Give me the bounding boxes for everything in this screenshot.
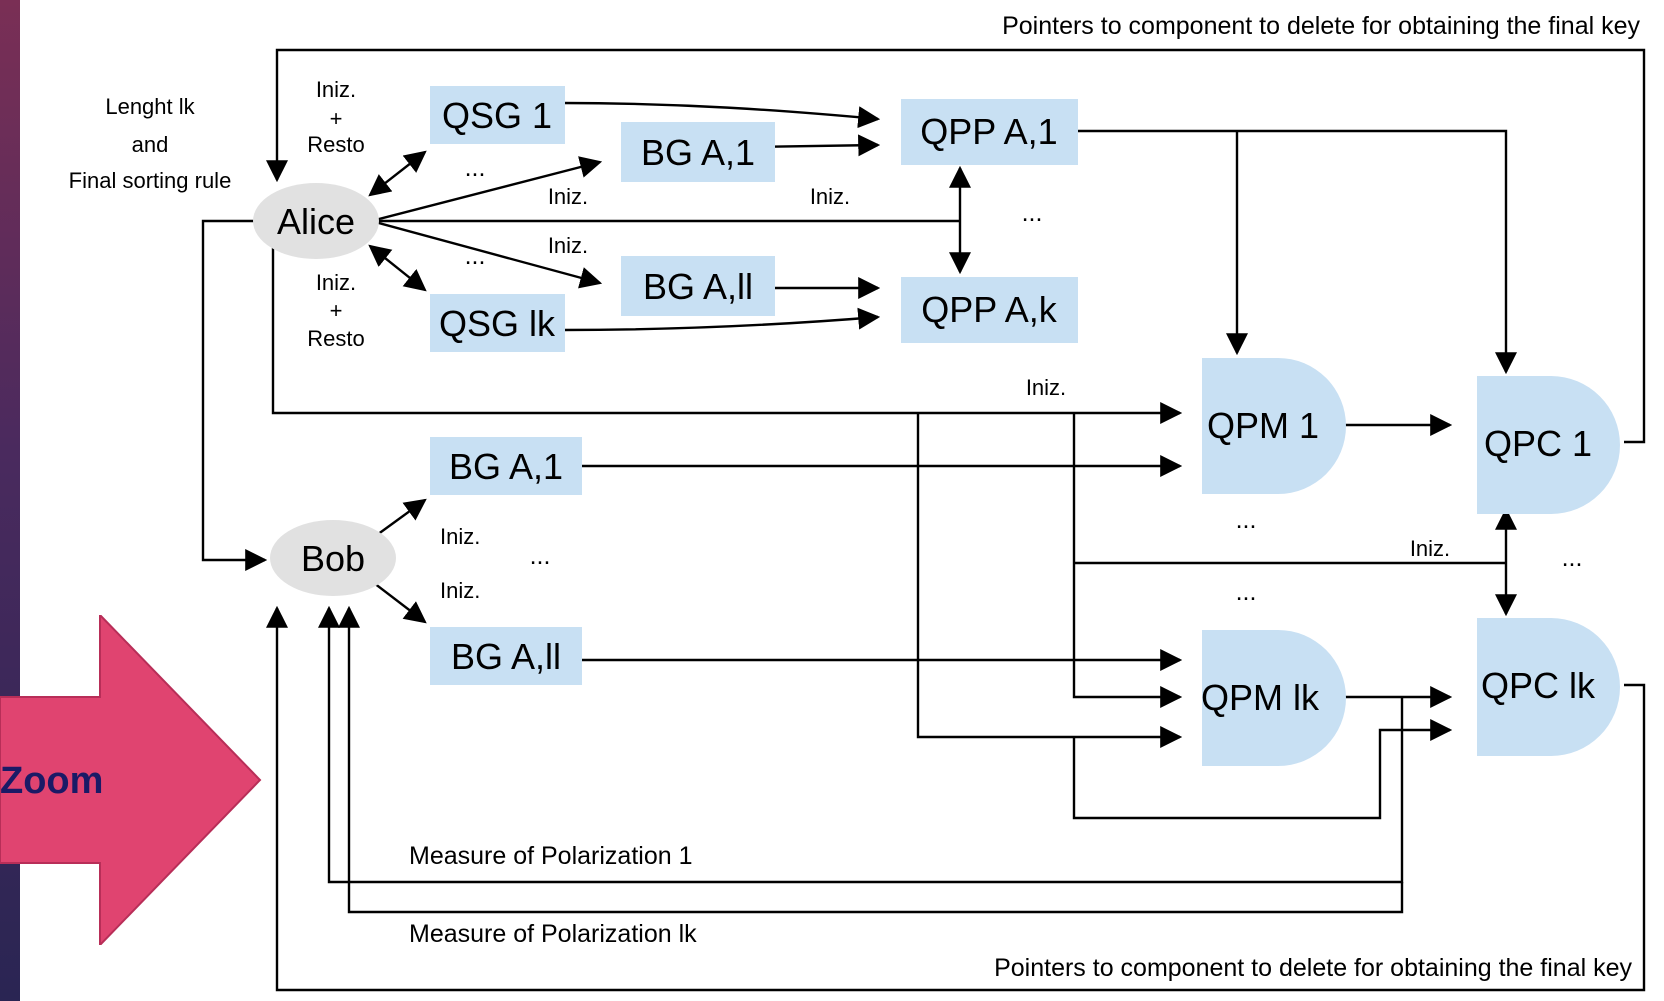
bgall-top-label: BG A,ll — [643, 266, 753, 307]
measure-1-label: Measure of Polarization 1 — [409, 842, 692, 870]
iniz-qpc: Iniz. — [1410, 536, 1450, 561]
bob-to-bgallb — [369, 579, 427, 624]
qppa1-out-line — [1075, 129, 1517, 375]
top-feedback-line — [266, 48, 1646, 444]
alice-qsglk-bidirectional — [368, 244, 427, 292]
bottom-pointer-label: Pointers to component to delete for obta… — [994, 954, 1632, 982]
iniz-qsg1: Iniz. — [316, 77, 356, 102]
init-line-a — [916, 413, 1183, 748]
ellipsis-qpm-bottom: ... — [1236, 578, 1257, 606]
bottom-feedback-line — [266, 605, 1646, 992]
diagram-panel: Alice Bob QSG 1 QSG lk BG A,1 BG A,ll QP… — [20, 0, 1664, 1001]
resto-qsglk: Resto — [307, 326, 364, 351]
zoom-label: Zoom — [0, 760, 103, 802]
ellipsis-qpm-top: ... — [1236, 506, 1257, 534]
alice-info-line1: Lenght lk — [105, 94, 195, 119]
measure-lk-line — [338, 605, 1404, 914]
qpmlk-gate — [1202, 630, 1346, 766]
alice-to-qpm1-line — [271, 237, 1183, 424]
protocol-diagram: Alice Bob QSG 1 QSG lk BG A,1 BG A,ll QP… — [69, 12, 1646, 992]
qppak-box — [901, 277, 1078, 343]
plus-qsglk: + — [330, 298, 343, 323]
alice-label: Alice — [277, 201, 355, 242]
bgall-bottom-label: BG A,ll — [451, 636, 561, 677]
qpclk-gate — [1477, 618, 1620, 756]
qppak-label: QPP A,k — [921, 289, 1057, 330]
nodes: Alice Bob QSG 1 QSG lk BG A,1 BG A,ll QP… — [253, 86, 1620, 766]
init-line-b — [1072, 413, 1183, 708]
iniz-qpm: Iniz. — [1026, 375, 1066, 400]
qpc1-label: QPC 1 — [1484, 423, 1592, 464]
alice-qsg1-bidirectional — [368, 150, 427, 197]
zoom-arrow-icon — [0, 615, 262, 945]
ellipsis-bob: ... — [530, 542, 551, 570]
plus-qsg1: + — [330, 106, 343, 131]
qppa1-box — [901, 99, 1078, 165]
measure-1-line — [318, 605, 1404, 884]
qpmlk-loop-line — [1072, 719, 1453, 820]
qsg1-label: QSG 1 — [442, 95, 552, 136]
bga1-top-label: BG A,1 — [641, 132, 755, 173]
qpm1-label: QPM 1 — [1207, 405, 1319, 446]
qsglk-box — [430, 294, 565, 352]
zoom-arrow-overlay: Zoom — [0, 615, 262, 945]
qpm1-gate — [1202, 358, 1346, 494]
iniz-bgall: Iniz. — [548, 233, 588, 258]
bga1-bottom-box — [430, 437, 582, 495]
qsg1-box — [430, 86, 565, 144]
qsglk-label: QSG lk — [439, 303, 556, 344]
ellipsis-qsg-bottom: ... — [465, 242, 486, 270]
qpclk-label: QPC lk — [1481, 665, 1596, 706]
bgall-bottom-box — [430, 627, 582, 685]
bob-label: Bob — [301, 538, 365, 579]
annotations: Pointers to component to delete for obta… — [69, 12, 1641, 982]
alice-to-bga1 — [374, 156, 603, 222]
alice-info-line3: Final sorting rule — [69, 168, 232, 193]
top-pointer-label: Pointers to component to delete for obta… — [1002, 12, 1640, 40]
ellipsis-qpp: ... — [1022, 199, 1043, 227]
bga1-bottom-label: BG A,1 — [449, 446, 563, 487]
alice-to-bob-line — [201, 219, 268, 571]
iniz-bob-2: Iniz. — [440, 578, 480, 603]
qsglk-to-qppak — [561, 307, 881, 332]
bob-node — [270, 520, 396, 596]
iniz-bga1: Iniz. — [548, 184, 588, 209]
qpc1-gate — [1477, 376, 1620, 514]
ellipsis-qsg-top: ... — [465, 154, 486, 182]
alice-to-bgall — [374, 220, 603, 289]
qppa1-label: QPP A,1 — [920, 111, 1057, 152]
resto-qsg1: Resto — [307, 132, 364, 157]
qpmlk-label: QPM lk — [1201, 677, 1320, 718]
measure-lk-label: Measure of Polarization lk — [409, 920, 697, 948]
alice-node — [253, 183, 379, 259]
alice-info-line2: and — [132, 132, 169, 157]
iniz-qpp: Iniz. — [810, 184, 850, 209]
ellipsis-qpc: ... — [1562, 544, 1583, 572]
qsg1-to-qppa1 — [561, 101, 881, 129]
iniz-bob-1: Iniz. — [440, 524, 480, 549]
iniz-qsglk: Iniz. — [316, 270, 356, 295]
bga1-top-box — [621, 122, 775, 182]
bgall-top-box — [621, 256, 775, 316]
